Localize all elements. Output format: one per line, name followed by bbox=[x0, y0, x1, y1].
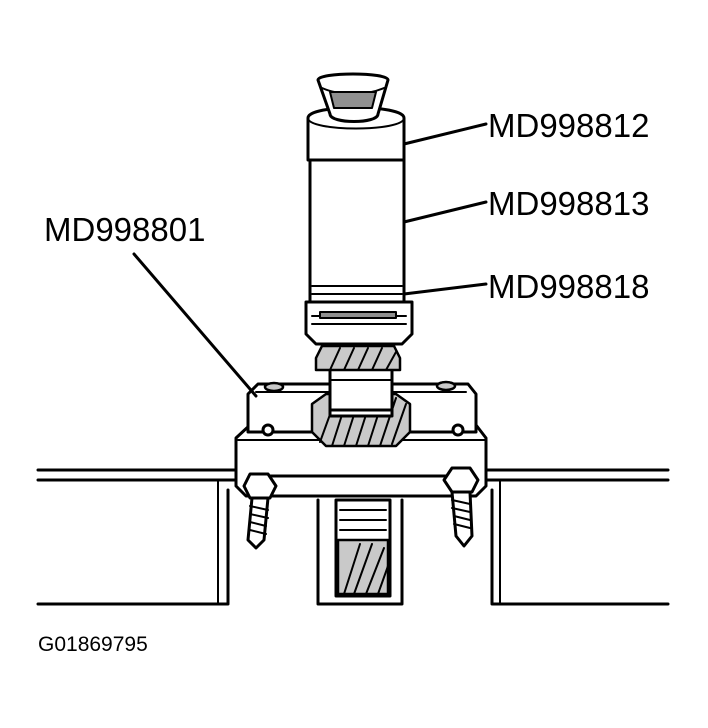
tool-md998818 bbox=[304, 300, 414, 346]
top-adapter bbox=[316, 72, 390, 123]
figure-code: G01869795 bbox=[38, 633, 148, 656]
lower-shaft bbox=[316, 498, 404, 606]
bolt-left bbox=[242, 472, 278, 550]
label-md998812: MD998812 bbox=[488, 107, 649, 144]
label-md998818: MD998818 bbox=[488, 268, 649, 305]
collar-gear bbox=[314, 344, 402, 372]
bolt-right bbox=[442, 466, 480, 548]
bench bbox=[36, 468, 670, 606]
leader-lines bbox=[132, 122, 488, 398]
tool-md998813 bbox=[308, 156, 406, 304]
label-md998813: MD998813 bbox=[488, 185, 649, 222]
label-md998801: MD998801 bbox=[44, 211, 205, 248]
